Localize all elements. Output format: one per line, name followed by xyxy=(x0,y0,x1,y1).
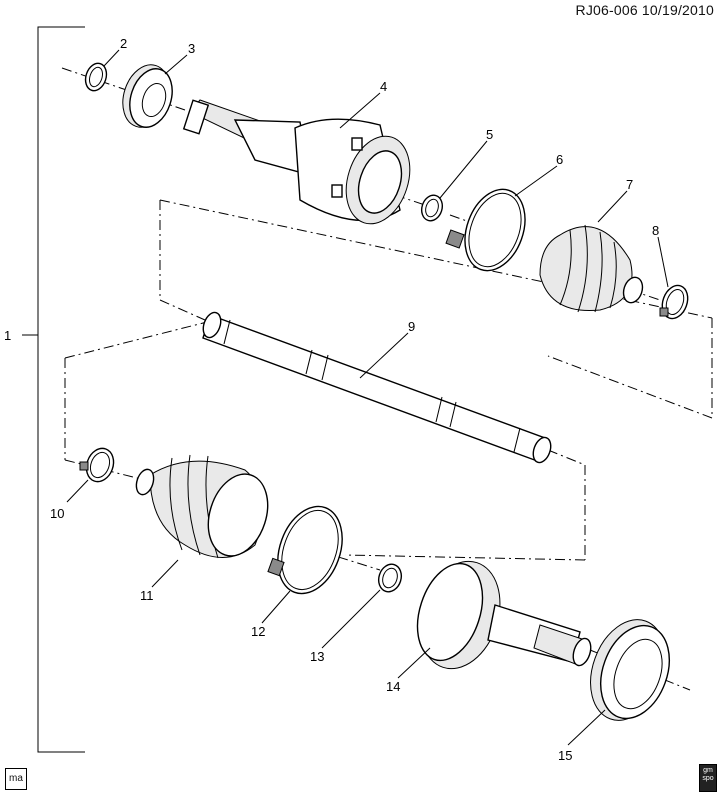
callout-9: 9 xyxy=(408,319,415,334)
callout-11: 11 xyxy=(140,588,154,603)
callout-labels: 1 2 3 4 5 6 7 8 9 10 11 12 13 14 15 xyxy=(4,36,659,763)
callout-6: 6 xyxy=(556,152,563,167)
part-4-inner-housing xyxy=(182,99,411,225)
part-8-small-clamp xyxy=(659,284,689,320)
part-2-retaining-ring xyxy=(84,62,108,92)
callout-14: 14 xyxy=(386,679,400,694)
callout-15: 15 xyxy=(558,748,572,763)
part-9-halfshaft xyxy=(202,311,552,464)
part-15-outer-seal xyxy=(590,619,670,721)
part-6-large-clamp xyxy=(445,188,526,272)
callout-10: 10 xyxy=(50,506,64,521)
part-3-seal xyxy=(122,64,173,128)
part-13-retaining-ring xyxy=(377,563,403,593)
callout-5: 5 xyxy=(486,127,493,142)
callout-4: 4 xyxy=(380,79,387,94)
callout-1: 1 xyxy=(4,328,11,343)
callout-3: 3 xyxy=(188,41,195,56)
callout-2: 2 xyxy=(120,36,127,51)
leader-lines xyxy=(66,49,669,746)
part-11-outer-boot xyxy=(135,454,269,559)
callout-7: 7 xyxy=(626,177,633,192)
part-12-large-clamp xyxy=(267,505,343,595)
part-7-inner-boot xyxy=(539,224,644,313)
callout-12: 12 xyxy=(251,624,265,639)
ma-stamp: ma xyxy=(5,768,27,790)
part-10-small-clamp xyxy=(79,447,115,483)
assembly-bracket xyxy=(22,26,85,753)
callout-13: 13 xyxy=(310,649,324,664)
gm-spo-logo: gm spo xyxy=(699,764,717,792)
callout-8: 8 xyxy=(652,223,659,238)
diagram-code-date: RJ06-006 10/19/2010 xyxy=(575,2,714,18)
part-14-outer-cv-joint xyxy=(416,560,592,670)
part-5-retaining-ring xyxy=(420,194,444,222)
